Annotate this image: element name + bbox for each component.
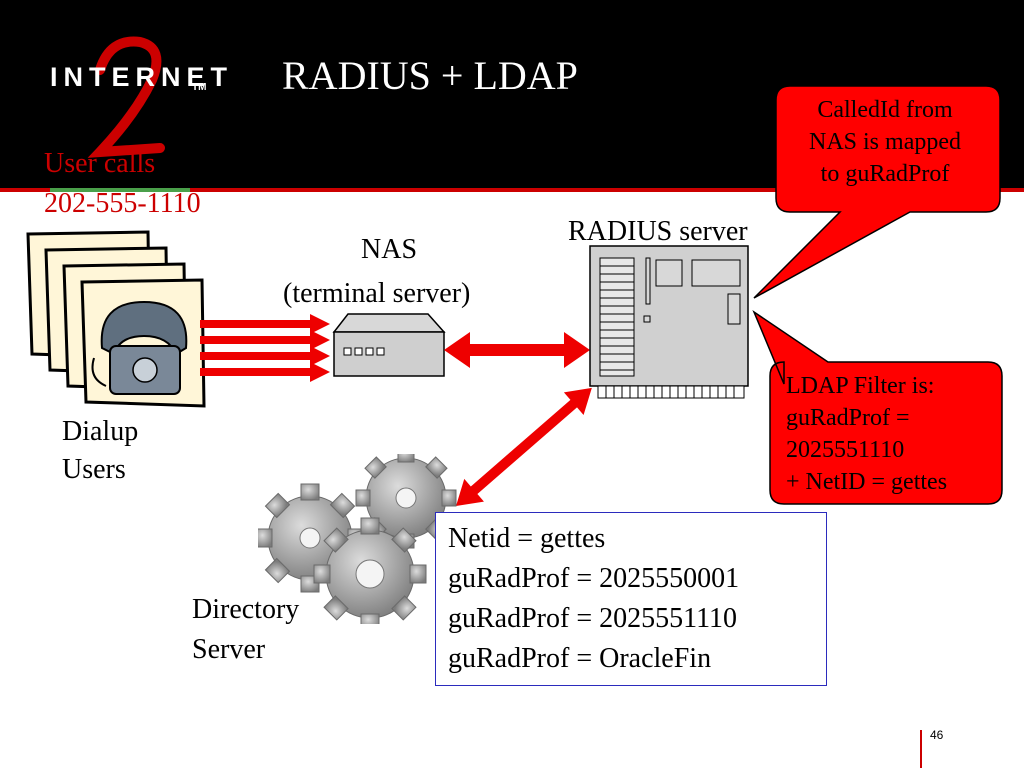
directory-entry-line: guRadProf = OracleFin: [448, 643, 712, 674]
dialup-users-label: Dialup: [62, 416, 139, 447]
header-rule-accent: [50, 188, 190, 192]
gears-icon: [258, 454, 457, 624]
radius-server-label: RADIUS server: [568, 216, 748, 247]
header-rule: [0, 188, 1024, 192]
callout-mapping-line: CalledId from: [817, 97, 953, 123]
telephone-stack-icon: [26, 230, 206, 408]
directory-server-label: Directory: [192, 594, 300, 625]
phone-number-label: 202-555-1110: [44, 188, 201, 219]
logo-word: INTERNET: [50, 62, 233, 92]
nas-radius-double-arrow: [444, 332, 590, 368]
footer-rule: [920, 730, 922, 768]
callout-mapping-text: CalledId from NAS is mapped to guRadProf: [790, 94, 980, 190]
radius-directory-double-arrow: [456, 387, 592, 506]
dialup-to-nas-arrows: [200, 314, 330, 382]
directory-entry-line: Netid = gettes: [448, 523, 606, 554]
callout-filter-line: + NetID = gettes: [786, 469, 948, 495]
directory-entry-line: guRadProf = 2025551110: [448, 603, 738, 634]
nas-sublabel: (terminal server): [283, 278, 471, 309]
server-tower-icon: [589, 245, 749, 399]
directory-server-label: Server: [192, 634, 266, 665]
callout-mapping-line: NAS is mapped: [809, 129, 961, 155]
telephone-icon: [91, 300, 188, 395]
callout-filter-line: guRadProf =: [786, 405, 910, 431]
callout-filter-line: LDAP Filter is:: [786, 373, 935, 399]
callout-filter: [752, 309, 1003, 505]
callout-mapping-line: to guRadProf: [820, 161, 950, 187]
logo-tm: TM: [192, 82, 207, 93]
callout-mapping: [753, 85, 1001, 299]
logo-2-mark: [87, 36, 165, 158]
terminal-server-icon: [332, 313, 446, 377]
nas-label: NAS: [361, 234, 418, 265]
internet2-logo: INTERNET TM: [40, 30, 227, 160]
callout-filter-text: LDAP Filter is: guRadProf = 2025551110 +…: [786, 370, 986, 498]
page-number: 46: [930, 728, 944, 742]
slide-title: RADIUS + LDAP: [282, 53, 578, 98]
directory-entry-box: Netid = gettes guRadProf = 2025550001 gu…: [435, 512, 827, 686]
directory-entry-line: guRadProf = 2025550001: [448, 563, 740, 594]
callout-filter-line: 2025551110: [786, 437, 905, 463]
dialup-users-label: Users: [62, 454, 126, 485]
user-calls-label: User calls: [44, 148, 156, 179]
